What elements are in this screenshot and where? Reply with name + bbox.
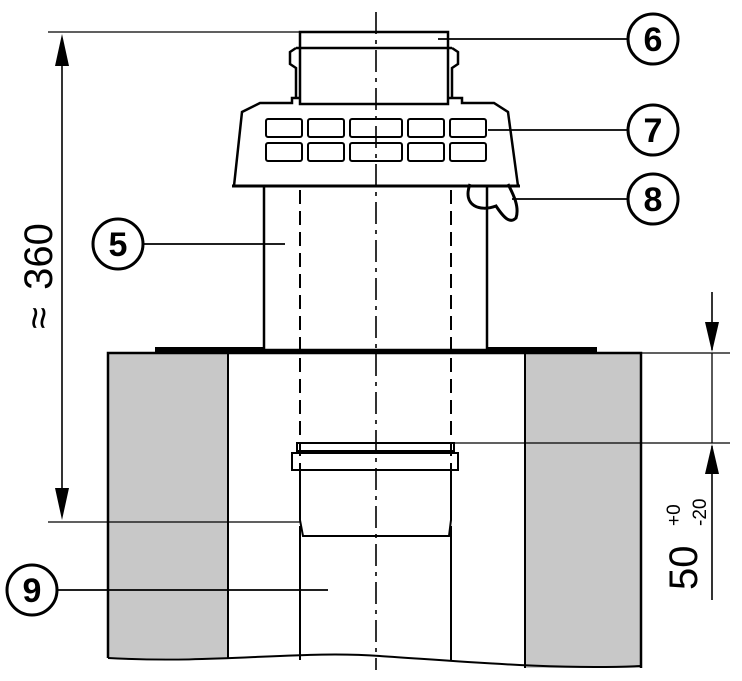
outlet-pipe	[298, 30, 450, 106]
vent-slot	[265, 118, 303, 138]
vent-slot	[449, 142, 487, 162]
outlet-6	[288, 30, 460, 106]
wall-right-face	[451, 353, 525, 668]
arrow-down-icon	[55, 488, 69, 520]
insert-tolerance-minus: -20	[690, 499, 711, 526]
callout-label: 5	[109, 226, 128, 264]
break-line	[107, 653, 642, 669]
callout-label: 6	[644, 21, 663, 59]
wall-left-hatch	[108, 353, 228, 658]
callout-label: 8	[644, 181, 663, 219]
callout-6: 6	[438, 12, 680, 66]
dimension-height: ≈ 360	[17, 31, 300, 523]
vent-slot	[307, 118, 345, 138]
arrow-up-icon	[705, 444, 719, 474]
callout-label: 9	[23, 572, 42, 610]
arrow-down-icon	[705, 322, 719, 352]
flue-pipe-9	[291, 442, 459, 660]
callout-label: 7	[644, 112, 663, 150]
insert-tolerance-plus: +0	[664, 504, 685, 526]
callout-7: 7	[488, 103, 680, 157]
callout-9: 9	[5, 563, 328, 617]
callout-circle	[626, 103, 680, 157]
callout-circle	[626, 12, 680, 66]
callout-circle	[626, 172, 680, 226]
callout-5: 5	[91, 217, 285, 271]
wall-left-face	[228, 353, 300, 658]
vent-slot	[307, 142, 345, 162]
pipe-socket-ring	[291, 452, 459, 471]
dimension-height-label: ≈ 360	[17, 223, 61, 329]
arrow-up-icon	[55, 34, 69, 66]
vent-slot	[449, 118, 487, 138]
shaft-walls	[106, 347, 643, 669]
vent-slot	[265, 142, 303, 162]
callout-8: 8	[512, 172, 680, 226]
vent-slot	[407, 142, 445, 162]
insert-depth-value: 50	[662, 546, 706, 591]
callout-circle	[5, 563, 59, 617]
height-value: 360	[17, 223, 61, 290]
wall-right-hatch	[525, 353, 641, 668]
outlet-collar	[288, 46, 460, 98]
vent-slot	[407, 118, 445, 138]
approx-symbol: ≈	[17, 307, 61, 329]
callout-circle	[91, 217, 145, 271]
dimension-insert: 50 +0 -20	[454, 292, 730, 600]
